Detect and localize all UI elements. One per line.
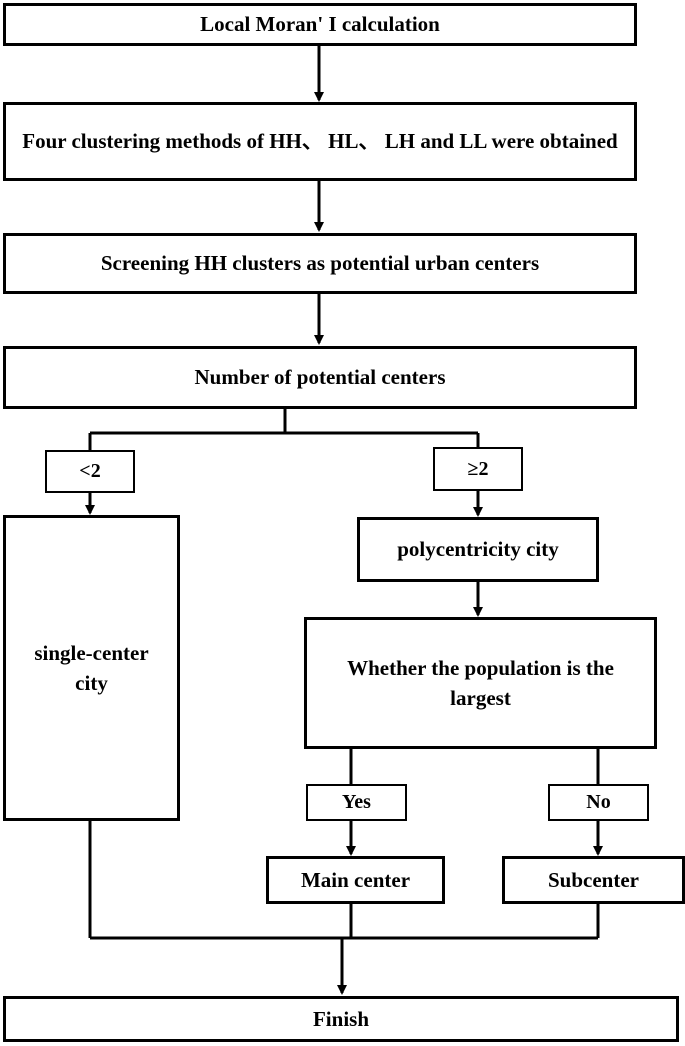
condition-less-than-two-label: <2: [79, 460, 101, 482]
single-center-city-label: single-center city: [34, 640, 149, 695]
finish-label: Finish: [312, 1006, 370, 1031]
step-number-of-centers-label: Number of potential centers: [194, 365, 446, 390]
condition-no-label: No: [586, 791, 611, 813]
population-question-box: Whether the population is the largest: [304, 617, 657, 749]
single-center-city-box: single-center city: [3, 515, 180, 821]
condition-less-than-two: <2: [45, 450, 135, 493]
condition-at-least-two-label: ≥2: [467, 457, 489, 480]
finish-box: Finish: [3, 996, 679, 1042]
step-clustering-methods: Four clustering methods of HH、 HL、 LH an…: [3, 102, 637, 181]
population-question-label: Whether the population is the largest: [347, 655, 614, 710]
polycentricity-city-box: polycentricity city: [357, 517, 599, 582]
step-local-moran: Local Moran' I calculation: [3, 3, 637, 46]
subcenter-label: Subcenter: [548, 867, 639, 892]
step-screening-hh: Screening HH clusters as potential urban…: [3, 233, 637, 294]
step-screening-hh-label: Screening HH clusters as potential urban…: [100, 251, 540, 276]
subcenter-box: Subcenter: [502, 856, 685, 904]
main-center-label: Main center: [300, 867, 411, 892]
step-clustering-methods-label: Four clustering methods of HH、 HL、 LH an…: [22, 129, 618, 154]
step-local-moran-label: Local Moran' I calculation: [200, 12, 440, 37]
condition-at-least-two: ≥2: [433, 447, 523, 491]
main-center-box: Main center: [266, 856, 445, 904]
step-number-of-centers: Number of potential centers: [3, 346, 637, 409]
condition-yes-label: Yes: [342, 791, 371, 813]
polycentricity-city-label: polycentricity city: [397, 537, 559, 562]
condition-no: No: [548, 784, 649, 821]
condition-yes: Yes: [306, 784, 407, 821]
